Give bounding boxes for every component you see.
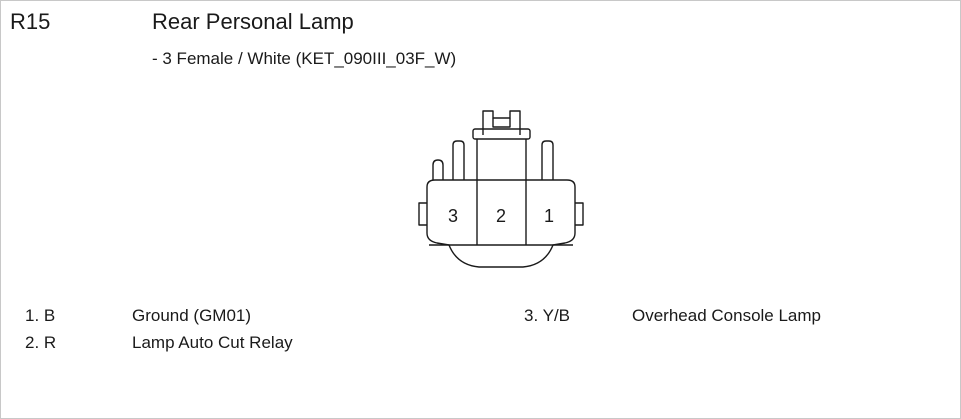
pin-number: 3. Y/B xyxy=(524,305,570,327)
side-ribs xyxy=(432,140,554,180)
cavity-label: 3 xyxy=(448,206,458,226)
connector-title: Rear Personal Lamp xyxy=(152,9,354,34)
cavity-label: 2 xyxy=(496,206,506,226)
pin-number: 2. R xyxy=(25,332,56,354)
lock-latch xyxy=(472,110,531,180)
pin-row-3: 3. Y/B Overhead Console Lamp xyxy=(524,305,944,327)
pin-wire-color: R xyxy=(43,333,57,352)
pin-wire-color: Y/B xyxy=(542,306,571,325)
cavity-label: 1 xyxy=(544,206,554,226)
connector-housing xyxy=(418,179,584,268)
connector-subtitle: - 3 Female / White (KET_090III_03F_W) xyxy=(152,49,457,68)
pin-row-2: 2. R Lamp Auto Cut Relay xyxy=(25,332,425,354)
pin-description: Lamp Auto Cut Relay xyxy=(132,333,293,352)
pin-number: 1. B xyxy=(25,305,55,327)
pin-index: 3. xyxy=(524,306,539,325)
pin-index: 1. xyxy=(25,306,40,325)
pin-index: 2. xyxy=(25,333,40,352)
pin-row-1: 1. B Ground (GM01) xyxy=(25,305,425,327)
pin-description: Overhead Console Lamp xyxy=(632,306,822,325)
pin-wire-color: B xyxy=(43,306,56,325)
pin-description: Ground (GM01) xyxy=(132,306,252,325)
connector-id: R15 xyxy=(10,9,51,34)
connector-diagram: 3 2 1 xyxy=(418,110,584,268)
